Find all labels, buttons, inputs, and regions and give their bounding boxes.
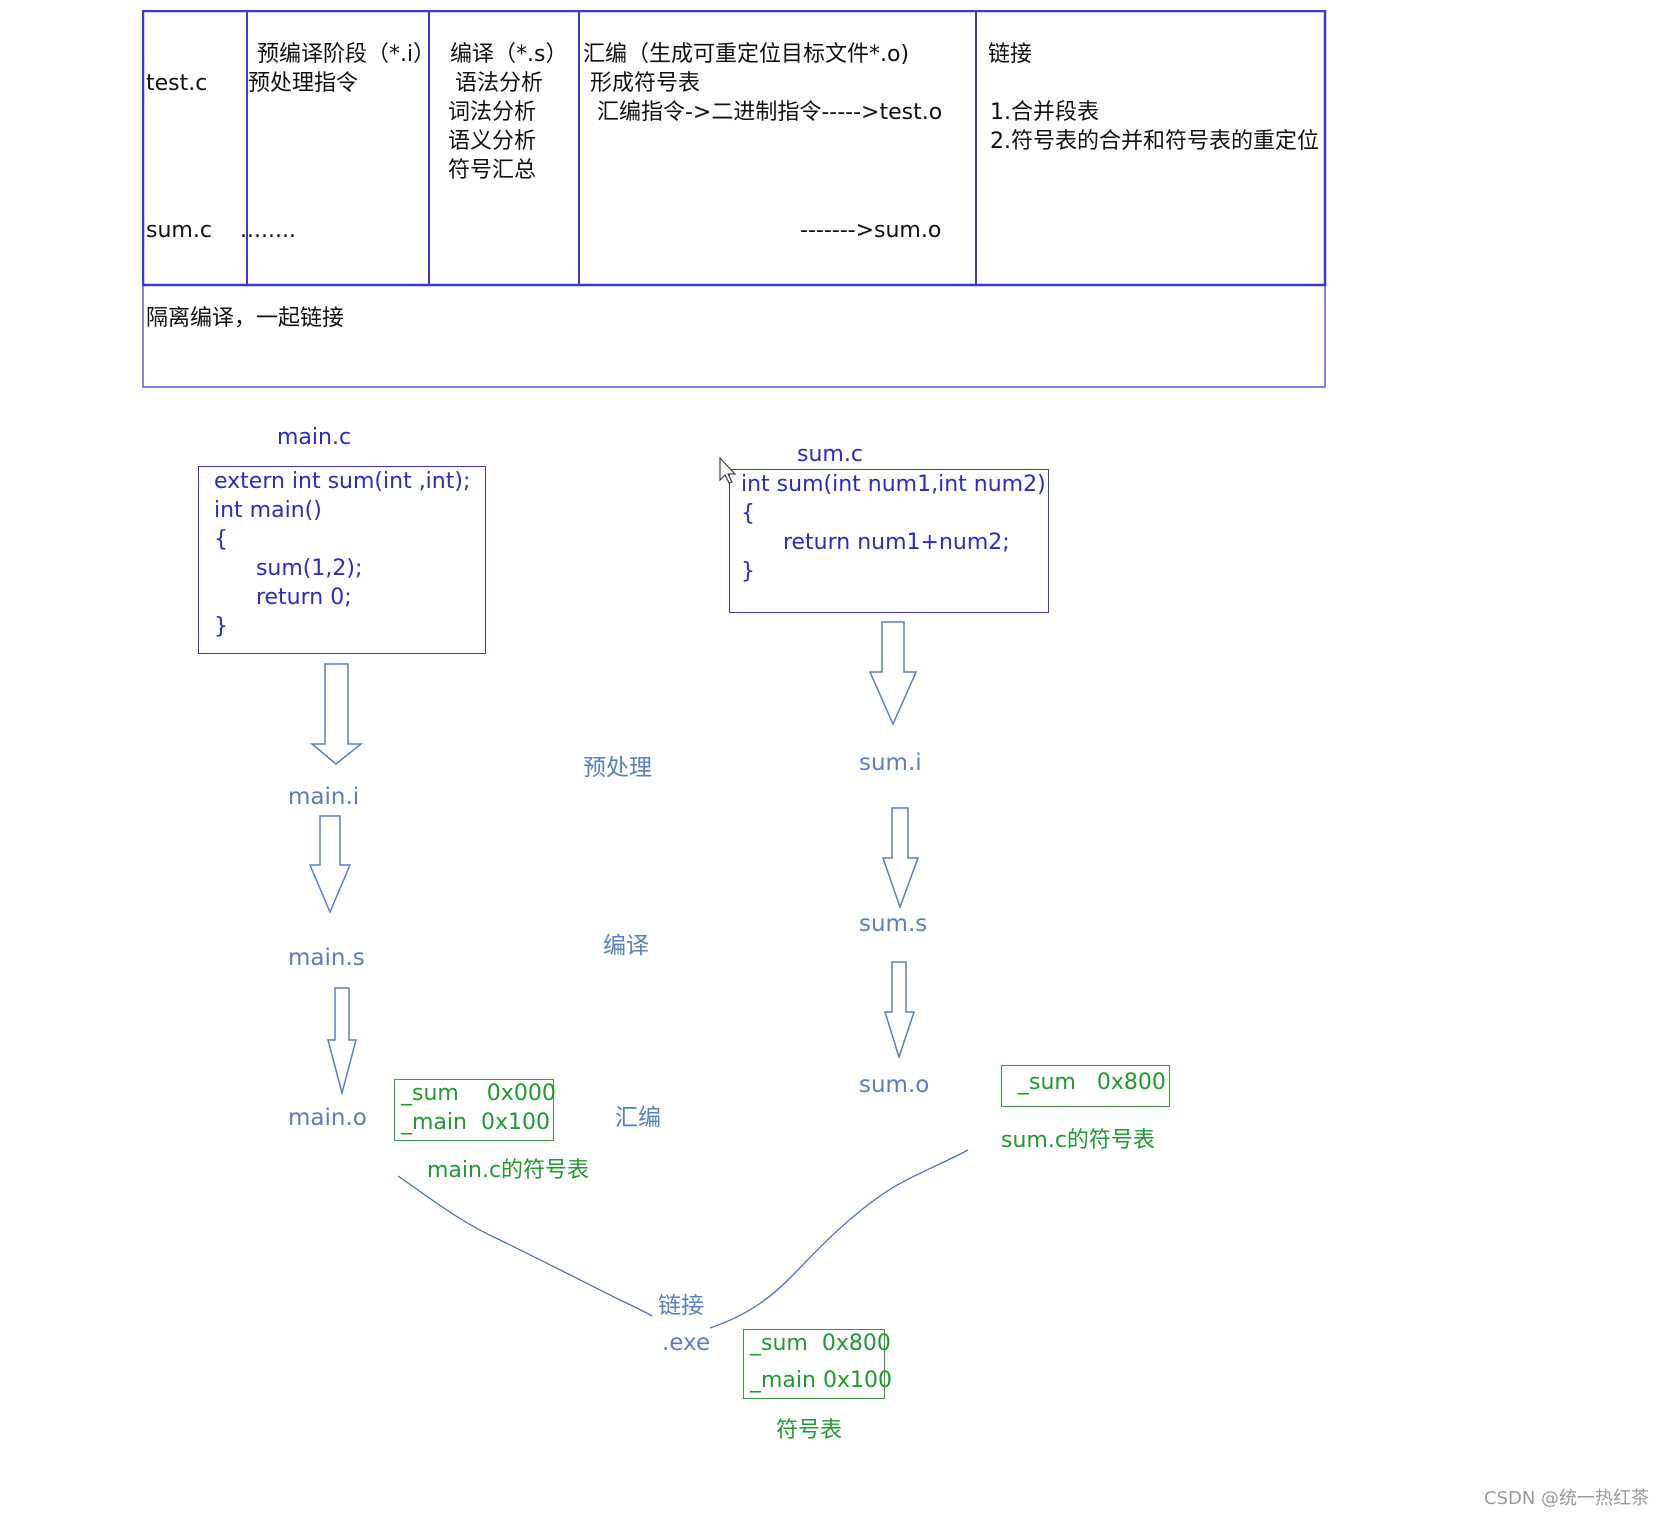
pre-dots: ........: [240, 218, 296, 243]
pre-line2: 预处理指令: [248, 71, 359, 96]
exe-symbol-caption: 符号表: [776, 1418, 843, 1443]
main-c-code-line: {: [214, 527, 228, 552]
main-symbol-caption: main.c的符号表: [427, 1158, 590, 1183]
file-exe: .exe: [662, 1330, 711, 1356]
pre-title: 预编译阶段（*.i）: [250, 42, 436, 67]
exe-symbol-row: _main 0x100: [750, 1368, 892, 1393]
stage-compile: 编译: [603, 933, 649, 959]
link-curve-right: [709, 1149, 969, 1329]
main-c-code-line: sum(1,2);: [214, 556, 363, 581]
stage-preprocess: 预处理: [583, 755, 652, 781]
sum-symbol-caption: sum.c的符号表: [1001, 1128, 1155, 1153]
assemble-line2: 形成符号表: [583, 71, 700, 96]
arrow-down-icon: [868, 621, 918, 726]
arrow-down-icon: [881, 807, 920, 910]
stage-table: [142, 10, 1327, 388]
cell-sum-c: sum.c: [146, 218, 212, 243]
main-c-code-line: extern int sum(int ,int);: [214, 469, 471, 494]
compile-line-4: 符号汇总: [448, 158, 537, 183]
file-main-s: main.s: [288, 945, 365, 971]
cell-test-c: test.c: [146, 71, 208, 96]
compile-line-3: 语义分析: [448, 129, 537, 154]
sum-c-code-line: }: [741, 559, 755, 584]
link-line1: 1.合并段表: [990, 100, 1099, 125]
sum-c-code-line: int sum(int num1,int num2): [741, 472, 1046, 497]
main-symbol-row: _main 0x100: [401, 1110, 550, 1135]
assemble-line3: 汇编指令->二进制指令----->test.o: [583, 100, 943, 125]
sum-symbol-table: _sum 0x800: [1001, 1065, 1170, 1107]
file-main-i: main.i: [288, 784, 360, 810]
sum-c-code-line: {: [741, 501, 755, 526]
arrow-down-icon: [327, 987, 357, 1096]
exe-symbol-table: _sum 0x800 _main 0x100: [743, 1329, 892, 1399]
stage-assemble: 汇编: [615, 1105, 661, 1131]
assemble-title: 汇编（生成可重定位目标文件*.o): [583, 42, 910, 67]
cursor-icon: [719, 456, 737, 484]
sum-symbol-row: _sum 0x800: [1018, 1070, 1166, 1095]
main-c-code-box: extern int sum(int ,int); int main() { s…: [198, 466, 486, 654]
sum-c-code-line: return num1+num2;: [741, 530, 1010, 555]
table-row2: 隔离编译，一起链接: [146, 306, 345, 331]
sum-c-label: sum.c: [797, 442, 863, 467]
file-main-o: main.o: [288, 1105, 367, 1131]
link-title: 链接: [988, 42, 1033, 67]
arrow-down-icon: [308, 815, 352, 914]
compile-title: 编译（*.s）: [450, 42, 568, 67]
file-sum-s: sum.s: [859, 911, 928, 937]
arrow-down-icon: [309, 663, 364, 765]
sum-c-code-box: int sum(int num1,int num2) { return num1…: [729, 469, 1049, 613]
main-symbol-table: _sum 0x000 _main 0x100: [394, 1079, 556, 1141]
arrow-down-icon: [883, 961, 916, 1060]
main-symbol-row: _sum 0x000: [401, 1081, 556, 1106]
main-c-code-line: }: [214, 614, 228, 639]
compile-line-2: 词法分析: [448, 100, 537, 125]
file-sum-i: sum.i: [859, 750, 922, 776]
stage-link: 链接: [658, 1293, 704, 1319]
table-grid: [142, 10, 1327, 388]
exe-symbol-row: _sum 0x800: [750, 1331, 891, 1356]
link-line2: 2.符号表的合并和符号表的重定位: [990, 129, 1319, 154]
main-c-code-line: return 0;: [214, 585, 352, 610]
main-c-code-line: int main(): [214, 498, 322, 523]
main-c-label: main.c: [277, 425, 352, 450]
file-sum-o: sum.o: [859, 1072, 930, 1098]
assemble-sum-o: ------->sum.o: [800, 218, 942, 243]
compile-line-1: 语法分析: [448, 71, 543, 96]
link-curve-left: [397, 1175, 653, 1317]
watermark: CSDN @统一热红茶: [1484, 1488, 1650, 1509]
